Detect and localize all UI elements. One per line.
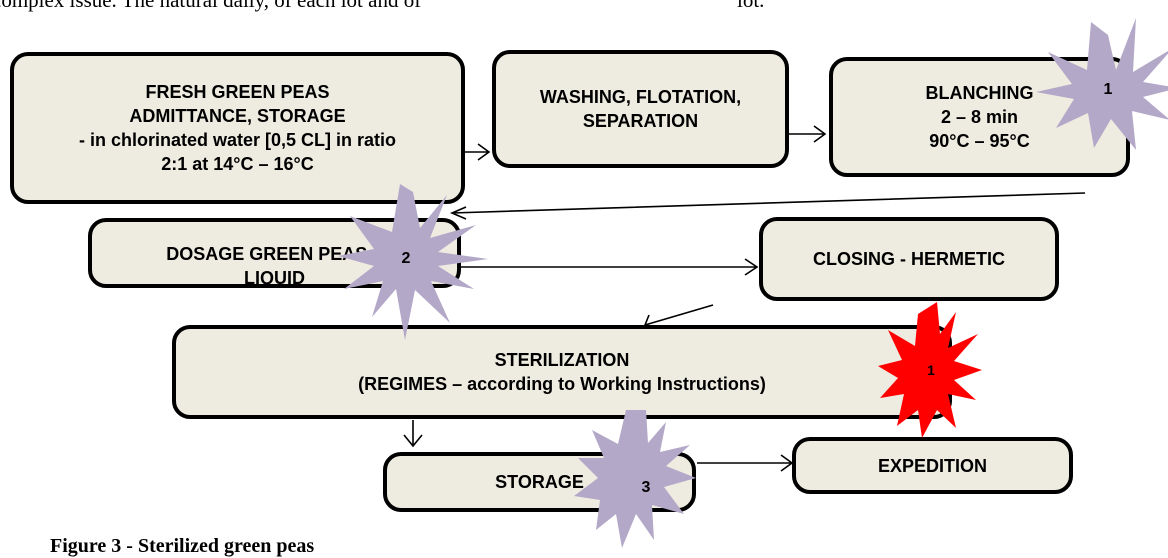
arrow-washing-to-blanching	[789, 125, 827, 143]
hazard-number-blanching: 1	[1104, 81, 1113, 98]
blanching-line-2: 2 – 8 min	[940, 107, 1019, 127]
washing-line-2: SEPARATION	[582, 111, 699, 131]
expedition-line-1: EXPEDITION	[877, 455, 988, 476]
closing-line-1: CLOSING - HERMETIC	[813, 249, 1005, 269]
starburst-icon: 1	[878, 302, 982, 438]
body-text-fragment-right: lot.	[737, 0, 765, 12]
washing-line-1: WASHING, FLOTATION,	[539, 87, 742, 107]
starburst-icon: 1	[1036, 18, 1168, 150]
figure-caption: Figure 3 - Sterilized green peas	[50, 535, 315, 557]
step-washing: WASHING, FLOTATION, SEPARATION	[492, 50, 789, 168]
step-expedition: EXPEDITION	[792, 437, 1073, 494]
arrow-dosage-to-closing	[461, 258, 759, 276]
step-closing: CLOSING - HERMETIC	[759, 217, 1059, 301]
hazard-number-sterilization: 1	[927, 362, 935, 378]
arrow-blanching-to-dosage	[449, 192, 1086, 220]
fresh-line-3: - in chlorinated water [0,5 CL] in ratio	[78, 130, 397, 150]
starburst-icon: 2	[338, 184, 488, 340]
fresh-line-4: 2:1 at 14°C – 16°C	[161, 154, 314, 174]
fresh-line-1: FRESH GREEN PEAS	[145, 82, 330, 102]
arrow-fresh-to-washing	[465, 143, 491, 161]
fresh-line-2: ADMITTANCE, STORAGE	[129, 106, 346, 126]
storage-line-1: STORAGE	[495, 472, 584, 492]
step-fresh-green-peas: FRESH GREEN PEAS ADMITTANCE, STORAGE - i…	[10, 52, 465, 204]
blanching-line-1: BLANCHING	[925, 83, 1034, 103]
hazard-number-dosage: 2	[402, 250, 411, 267]
step-sterilization: STERILIZATION (REGIMES – according to Wo…	[172, 325, 952, 419]
body-text-fragment-left: complex issue. The natural daily, of eac…	[0, 0, 422, 12]
blanching-line-3: 90°C – 95°C	[929, 131, 1030, 151]
hazard-number-storage: 3	[642, 479, 651, 496]
dosage-line-1: DOSAGE GREEN PEAS +	[166, 244, 383, 264]
arrow-sterilization-to-storage	[403, 420, 423, 448]
sterilization-line-1: STERILIZATION	[494, 350, 630, 370]
sterilization-line-2: (REGIMES – according to Working Instruct…	[358, 374, 766, 394]
starburst-icon: 3	[574, 410, 696, 548]
dosage-line-2: LIQUID	[244, 268, 305, 288]
